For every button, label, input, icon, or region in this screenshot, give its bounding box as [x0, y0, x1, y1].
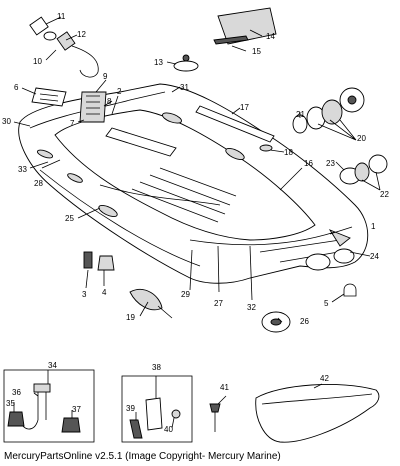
callout-7: 7: [70, 119, 75, 128]
small-fittings: [83, 251, 115, 271]
callout-21: 21: [296, 110, 305, 119]
callout-labels: 1 2 3 4 5 6 7 8 9 10 11 12 13 14 15 16 1…: [2, 12, 389, 434]
callout-32: 32: [247, 303, 256, 312]
valve-parts: [29, 16, 99, 78]
callout-22: 22: [380, 190, 389, 199]
callout-16: 16: [304, 159, 313, 168]
callout-14: 14: [266, 32, 275, 41]
callout-39: 39: [126, 404, 135, 413]
cap-parts: [339, 154, 388, 185]
callout-33: 33: [18, 165, 27, 174]
fitting-and-plank: [173, 7, 277, 72]
callout-36: 36: [12, 388, 21, 397]
callout-40: 40: [164, 425, 173, 434]
callout-15: 15: [252, 47, 261, 56]
callout-25: 25: [65, 214, 74, 223]
callout-38: 38: [152, 363, 161, 372]
callout-8: 8: [107, 97, 112, 106]
copyright-caption: MercuryPartsOnline v2.5.1 (Image Copyrig…: [4, 451, 281, 462]
callout-9: 9: [103, 72, 108, 81]
callout-31: 31: [180, 83, 189, 92]
leader-lines: [13, 16, 381, 429]
plates: [31, 87, 107, 123]
callout-18: 18: [284, 148, 293, 157]
callout-17: 17: [240, 103, 249, 112]
callout-2: 2: [117, 87, 122, 96]
callout-12: 12: [77, 30, 86, 39]
callout-35: 35: [6, 399, 15, 408]
callout-37: 37: [72, 405, 81, 414]
callout-24: 24: [370, 252, 379, 261]
callout-34: 34: [48, 361, 57, 370]
callout-29: 29: [181, 290, 190, 299]
callout-13: 13: [154, 58, 163, 67]
callout-27: 27: [214, 299, 223, 308]
callout-41: 41: [220, 383, 229, 392]
callout-4: 4: [102, 288, 107, 297]
callout-5: 5: [324, 299, 329, 308]
valve-cluster: [292, 87, 365, 134]
callout-42: 42: [320, 374, 329, 383]
callout-6: 6: [14, 83, 19, 92]
callout-30: 30: [2, 117, 11, 126]
callout-1: 1: [371, 222, 376, 231]
strip-and-lock: [195, 105, 275, 152]
callout-10: 10: [33, 57, 42, 66]
callout-3: 3: [82, 290, 87, 299]
callout-28: 28: [34, 179, 43, 188]
shackle: [343, 283, 357, 297]
callout-26: 26: [300, 317, 309, 326]
callout-11: 11: [57, 12, 66, 21]
pump-kit-box: [3, 369, 95, 443]
inflatable-boat: [18, 83, 369, 284]
bolt: [209, 403, 221, 432]
callout-23: 23: [326, 159, 335, 168]
callout-19: 19: [126, 313, 135, 322]
repair-kit-box: [121, 375, 193, 443]
oar-blade: [129, 288, 173, 319]
drain-plate: [261, 311, 291, 333]
callout-20: 20: [357, 134, 366, 143]
boat-cover: [255, 384, 380, 443]
